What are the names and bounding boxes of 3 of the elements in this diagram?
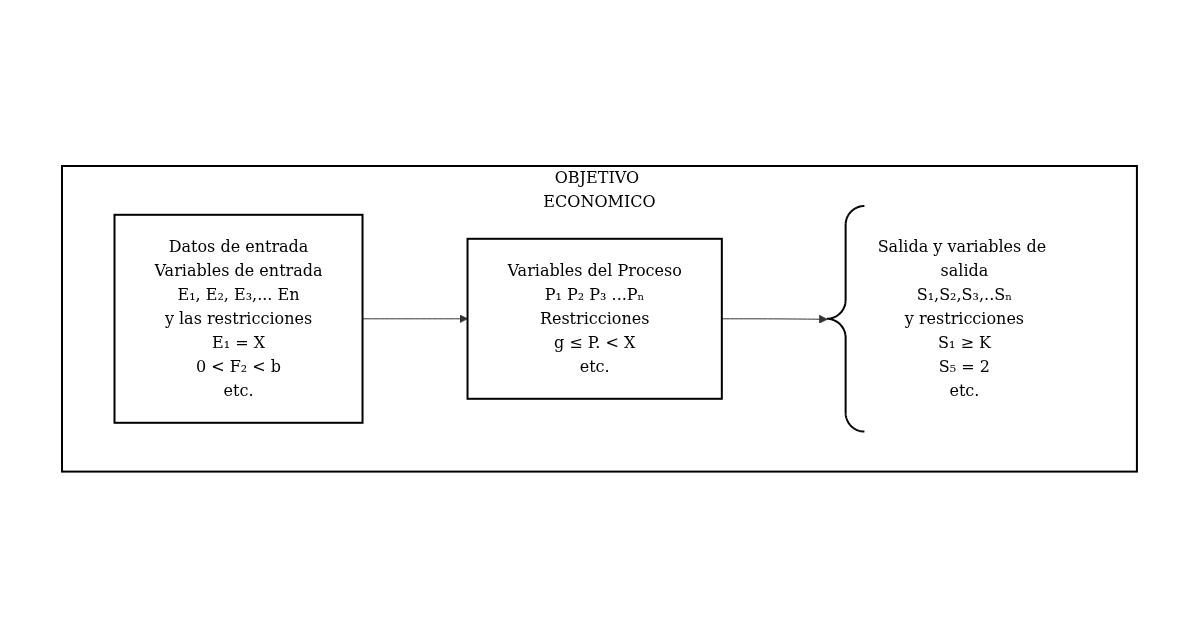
node-box: Variables del Proceso P₁ P₂ P₃ ...Pₙ Restricciones g ≤ P. < X etc.: [466, 238, 723, 400]
node-text: Salida y variables de salida S₁,S₂,S₃,..Sₙ y restricciones S₁ ≥ K S₅ = 2 etc.: [877, 237, 1046, 400]
node-box: Datos de entrada Variables de entrada E₁, E₂, E₃,... En y las restricciones E₁ = X 0 < F₂ < b etc.: [113, 214, 364, 424]
